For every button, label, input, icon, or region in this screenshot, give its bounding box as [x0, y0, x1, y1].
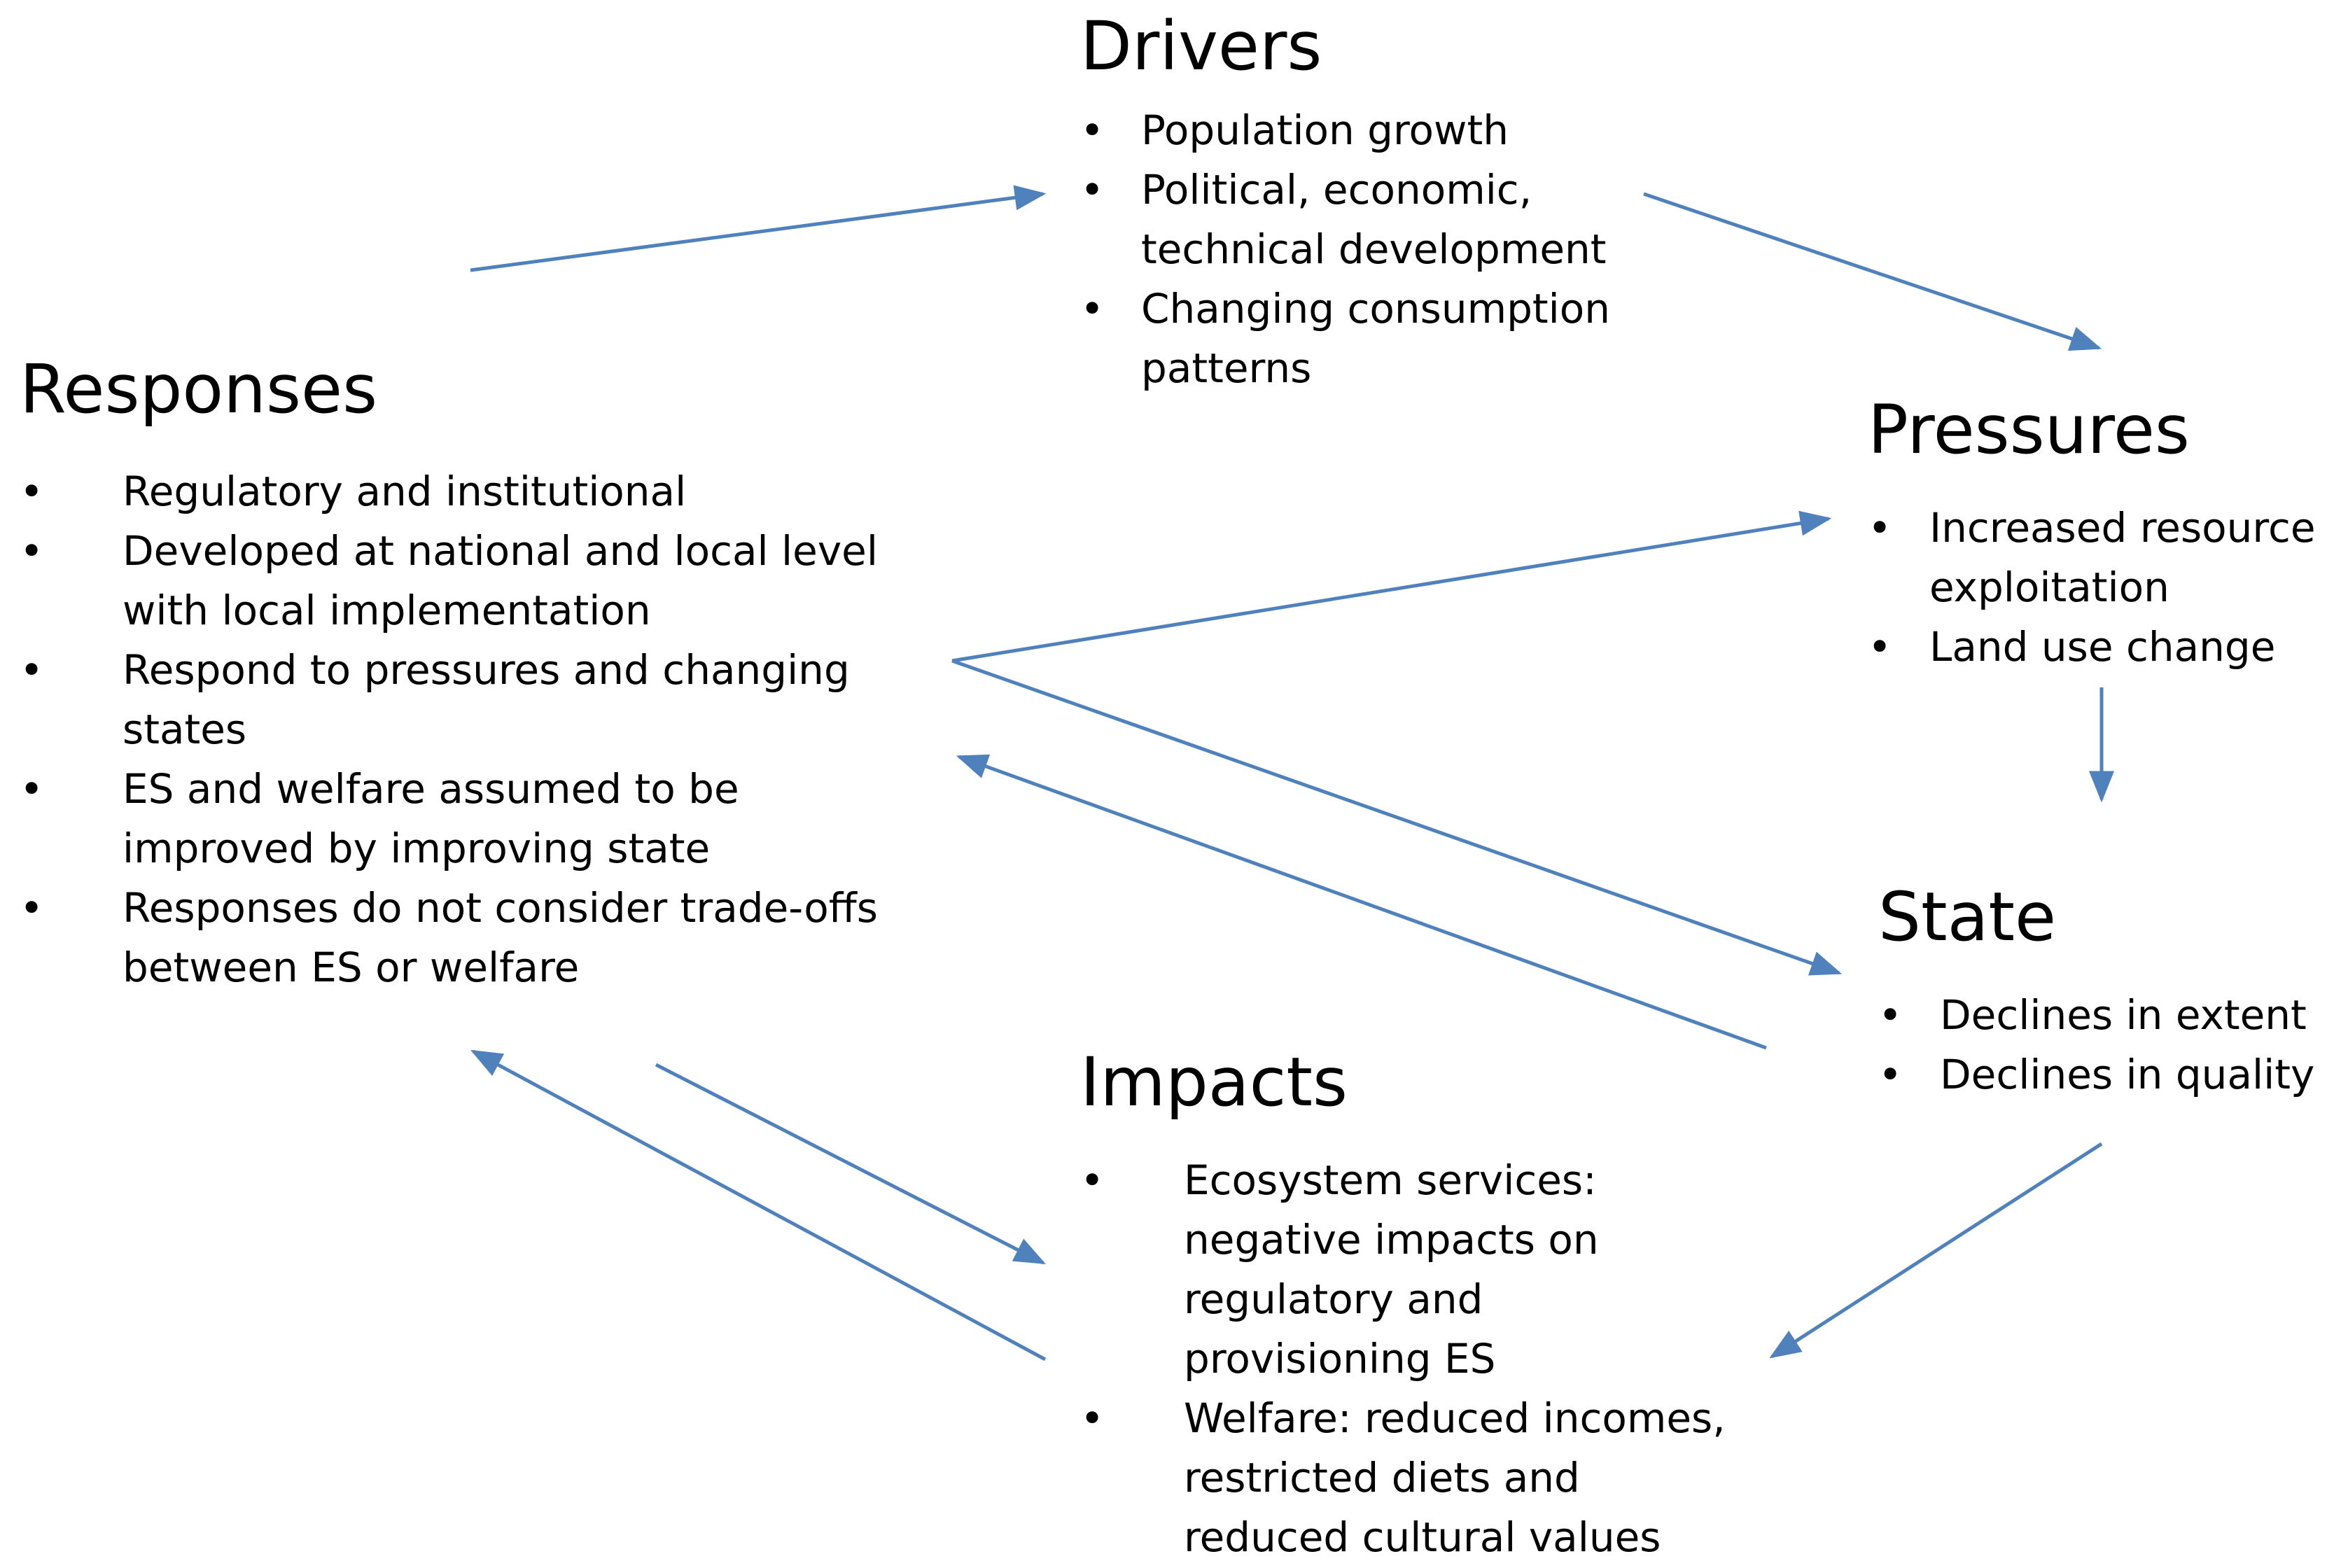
list-item: Declines in quality — [1878, 1045, 2314, 1105]
arrow-impacts-to-responses — [470, 1049, 1047, 1362]
responses-node: Responses Regulatory and institutional D… — [20, 356, 878, 997]
state-list: Declines in extent Declines in quality — [1878, 986, 2314, 1105]
pressures-node: Pressures Increased resource exploitatio… — [1868, 396, 2316, 677]
drivers-title: Drivers — [1080, 7, 1322, 85]
responses-list: Regulatory and institutional Developed a… — [20, 462, 878, 997]
list-item: Population growth — [1080, 101, 1610, 160]
arrow-drivers-to-pressures — [1643, 192, 2102, 351]
list-item: Regulatory and institutional — [20, 462, 878, 522]
arrow-state-to-impacts — [1769, 1142, 2103, 1359]
pressures-list: Increased resource exploitation Land use… — [1868, 498, 2316, 677]
list-item: Welfare: reduced incomes, restricted die… — [1080, 1389, 1726, 1567]
list-item: Responses do not consider trade-offs bet… — [20, 878, 878, 997]
impacts-list: Ecosystem services: negative impacts on … — [1080, 1151, 1726, 1567]
arrow-responses-to-impacts — [655, 1063, 1047, 1265]
list-item: Land use change — [1868, 617, 2316, 677]
list-item: Political, economic, technical developme… — [1080, 160, 1610, 279]
drivers-list: Population growth Political, economic, t… — [1080, 101, 1610, 398]
list-item: Ecosystem services: negative impacts on … — [1080, 1151, 1726, 1389]
arrow-state-to-responses — [956, 754, 1767, 1050]
list-item: Respond to pressures and changing states — [20, 640, 878, 760]
list-item: Declines in extent — [1878, 986, 2314, 1045]
arrow-responses-to-pressures — [951, 510, 1832, 663]
drivers-node: Drivers Population growth Political, eco… — [1080, 13, 1610, 398]
list-item: Developed at national and local level wi… — [20, 522, 878, 640]
arrow-responses-to-state — [951, 659, 1843, 976]
impacts-node: Impacts Ecosystem services: negative imp… — [1080, 1049, 1726, 1567]
arrow-responses-to-drivers — [470, 185, 1047, 272]
list-item: ES and welfare assumed to be improved by… — [20, 760, 878, 878]
state-node: State Declines in extent Declines in qua… — [1878, 883, 2314, 1105]
pressures-title: Pressures — [1868, 391, 2190, 469]
list-item: Increased resource exploitation — [1868, 498, 2316, 617]
state-title: State — [1878, 878, 2057, 956]
responses-title: Responses — [20, 350, 378, 428]
list-item: Changing consumption patterns — [1080, 279, 1610, 398]
impacts-title: Impacts — [1080, 1043, 1348, 1121]
